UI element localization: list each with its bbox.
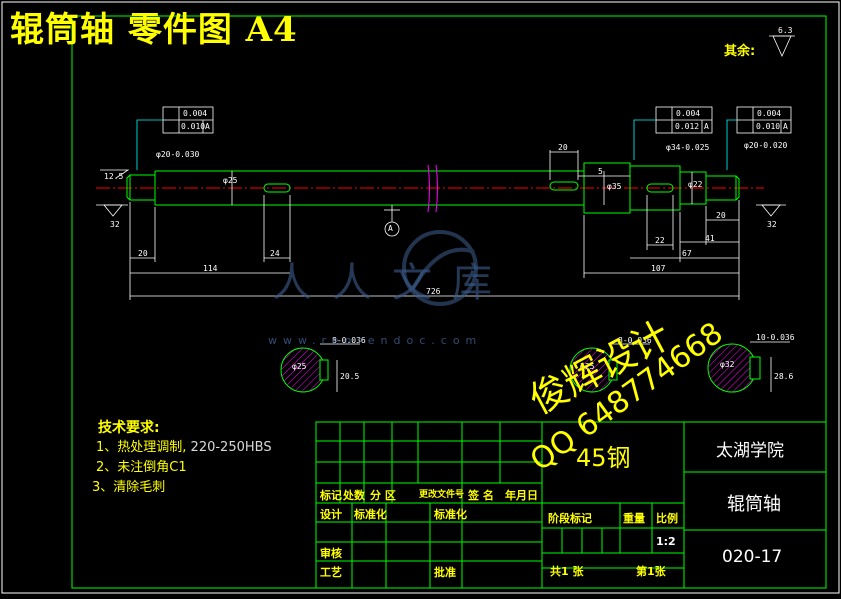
dim-20-right: 20 — [716, 211, 726, 220]
datum-label: A — [388, 224, 393, 233]
watermark-site-url: www.renrendoc.com — [268, 334, 483, 347]
tech-item-2-no: 2、 — [96, 460, 118, 475]
tech-item-3-no: 3、 — [92, 480, 114, 495]
shaft-outline — [126, 162, 740, 214]
dim-24: 24 — [270, 249, 280, 258]
roughness-value: 6.3 — [778, 26, 793, 35]
part-name: 辊筒轴 — [727, 494, 781, 515]
section3-width: 10-0.036 — [756, 333, 795, 342]
label-approve: 批准 — [434, 566, 456, 579]
tech-item-1-no: 1、 — [96, 440, 118, 455]
tech-requirements-heading: 技术要求: — [98, 420, 160, 436]
dim-12-5: 12.5 — [104, 172, 124, 181]
tech-item-2-text: 未注倒角C1 — [117, 460, 187, 475]
dim-dia35: φ35 — [607, 182, 622, 191]
dim-dia25: φ25 — [223, 176, 238, 185]
tech-requirements: 技术要求: 1、热处理调制, 220-250HBS 2、未注倒角C1 3、清除毛… — [92, 418, 272, 498]
dim-32-right: 32 — [767, 220, 777, 229]
scale-value: 1:2 — [656, 535, 676, 548]
section3-height: 28.6 — [774, 372, 794, 381]
label-design: 设计 — [320, 508, 342, 521]
tech-item-2: 2、未注倒角C1 — [96, 458, 272, 478]
label-ratio: 比例 — [656, 512, 678, 525]
label-review: 审核 — [320, 547, 342, 560]
label-standardize-left: 标准化 — [354, 508, 387, 521]
dim-114: 114 — [203, 264, 218, 273]
dim-5: 5 — [598, 167, 603, 176]
row-label-sign: 签 名 — [468, 489, 494, 502]
section2-dia: φ25 — [580, 362, 595, 371]
row-label-change-doc: 更改文件号 — [419, 490, 465, 500]
dim-41: 41 — [705, 234, 715, 243]
dimension-lines — [129, 150, 740, 300]
tech-item-3-text: 清除毛刺 — [113, 480, 166, 495]
drawing-title: 辊筒轴 零件图 A4 — [10, 10, 298, 50]
tech-item-3: 3、清除毛刺 — [92, 478, 272, 498]
gdt3-tol2: 0.010 — [756, 122, 781, 131]
material-value: 45钢 — [576, 444, 631, 472]
dim-dia22: φ22 — [688, 180, 703, 189]
section1-height: 20.5 — [340, 372, 360, 381]
gdt2-tol1: 0.004 — [676, 109, 701, 118]
gdt2-ref: A — [704, 122, 709, 131]
gdt-frames — [136, 106, 792, 170]
label-craft: 工艺 — [320, 566, 342, 579]
section2-width: 8-0.036 — [618, 336, 652, 345]
watermark-logo — [402, 230, 478, 306]
gdt1-tol2: 0.010 — [181, 122, 206, 131]
dim-107: 107 — [651, 264, 666, 273]
drawing-number: 020-17 — [722, 547, 783, 567]
gdt1-ref: A — [205, 122, 210, 131]
row-label-mark: 标记 — [320, 489, 342, 502]
tech-item-1-text: 热处理调制, — [117, 440, 191, 455]
gdt2-tol2: 0.012 — [675, 122, 700, 131]
label-stage-mark: 阶段标记 — [548, 512, 592, 525]
dim-22: 22 — [655, 236, 665, 245]
roughness-symbols — [96, 35, 795, 217]
section1-width: 8-0.036 — [332, 336, 366, 345]
dim-67: 67 — [682, 249, 692, 258]
section-views — [280, 341, 790, 393]
tech-item-1: 1、热处理调制, 220-250HBS — [96, 438, 272, 458]
label-weight: 重量 — [623, 512, 645, 525]
section1-dia: φ25 — [292, 362, 307, 371]
watermark-site-name: 人人文库 — [272, 260, 512, 306]
gdt1-tol1: 0.004 — [183, 109, 208, 118]
label-total-sheets: 共1 张 — [550, 565, 584, 578]
dim-20-left: 20 — [138, 249, 148, 258]
surface-roughness-label: 其余: — [724, 44, 756, 59]
dim-20-top: 20 — [558, 143, 568, 152]
dim-dia20-right: φ20-0.020 — [744, 141, 788, 150]
section3-dia: φ32 — [720, 360, 735, 369]
tech-item-1-value: 220-250HBS — [190, 440, 272, 455]
dim-726: 726 — [426, 287, 441, 296]
dim-dia20-left: φ20-0.030 — [156, 150, 200, 159]
gdt3-tol1: 0.004 — [757, 109, 782, 118]
row-label-zone: 分 区 — [370, 489, 396, 502]
dim-dia34: φ34-0.025 — [666, 143, 710, 152]
title-block-grid — [315, 421, 827, 589]
row-label-count: 处数 — [343, 489, 365, 502]
dim-32-left: 32 — [110, 220, 120, 229]
label-sheet-number: 第1张 — [636, 565, 666, 578]
row-label-date: 年月日 — [505, 489, 538, 502]
label-standardize-right: 标准化 — [434, 508, 467, 521]
school-name: 太湖学院 — [716, 441, 784, 461]
gdt3-ref: A — [783, 122, 788, 131]
